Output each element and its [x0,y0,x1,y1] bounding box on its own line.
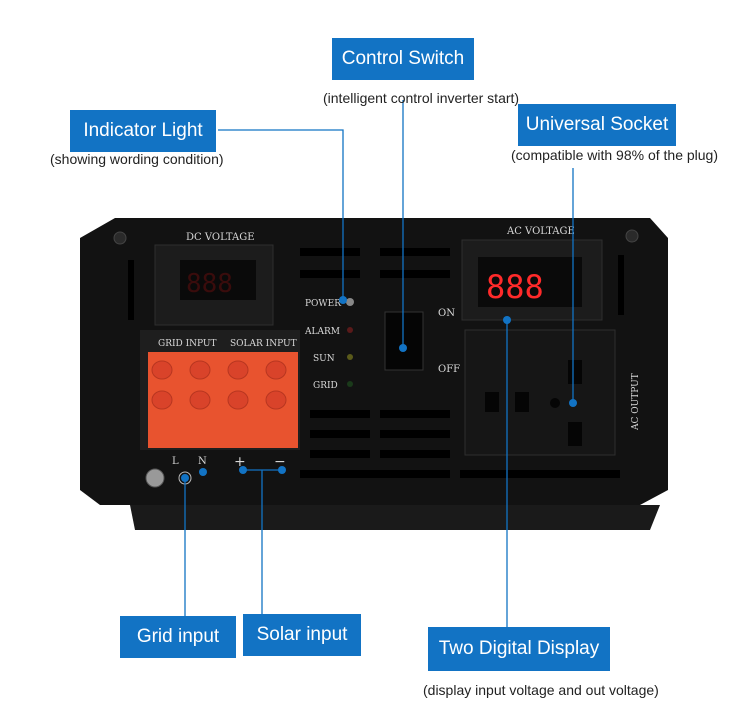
socket-hole [515,392,529,412]
switch-on-label: ON [438,308,455,319]
control-switch-callout: Control Switch [332,38,474,80]
dc-display-screen [180,260,256,300]
ac-output-label: AC OUTPUT [631,373,641,431]
screw-icon [625,229,639,243]
indicator-light-callout: Indicator Light [70,110,216,152]
digital-display-caption: (display input voltage and out voltage) [423,682,659,698]
indicator-panel: POWER ALARM SUN GRID [304,298,354,391]
solar-input-terminal-label: SOLAR INPUT [230,339,297,349]
dc-voltage-label: DC VOLTAGE [186,232,255,243]
solar-input-callout: Solar input [243,614,361,656]
control-switch-caption: (intelligent control inverter start) [323,90,520,106]
socket-hole [485,392,499,412]
ac-display-screen [478,257,582,307]
callout-leader-lines [184,100,574,628]
alarm-led-icon [347,327,353,333]
socket-hole [568,360,582,384]
terminal-screws [151,360,287,410]
indicator-sun-label: SUN [313,354,335,364]
grid-led-icon [347,381,353,387]
vent-slots [128,248,624,478]
callout-dots [181,296,577,482]
terminal-minus-label: − [274,454,286,470]
indicator-power-label: POWER [305,299,341,309]
switch-off-label: OFF [438,364,460,375]
universal-socket-caption: (compatible with 98% of the plug) [511,147,718,163]
digital-display-callout: Two Digital Display [428,627,610,671]
mounting-bracket [130,505,660,530]
universal-socket-callout: Universal Socket [518,104,676,146]
power-led-icon [346,298,354,306]
indicator-alarm-label: ALARM [304,327,340,337]
rocker-switch[interactable] [384,311,424,371]
ac-voltage-label: AC VOLTAGE [506,226,575,237]
ac-display-digits: 888 [486,268,544,306]
socket-hole [568,422,582,446]
screw-icon [113,231,127,245]
grid-input-callout: Grid input [120,616,236,658]
terminal-plus-label: + [234,454,246,470]
terminal-l-label: L [172,456,179,467]
sun-led-icon [347,354,353,360]
grid-input-terminal-label: GRID INPUT [158,339,217,349]
terminal-n-label: N [198,456,207,467]
indicator-grid-label: GRID [313,381,338,391]
dc-display-digits: 888 [186,269,233,299]
ground-bolt-icon [145,468,165,488]
indicator-light-caption: (showing wording condition) [50,151,224,167]
socket-hole [550,398,560,408]
